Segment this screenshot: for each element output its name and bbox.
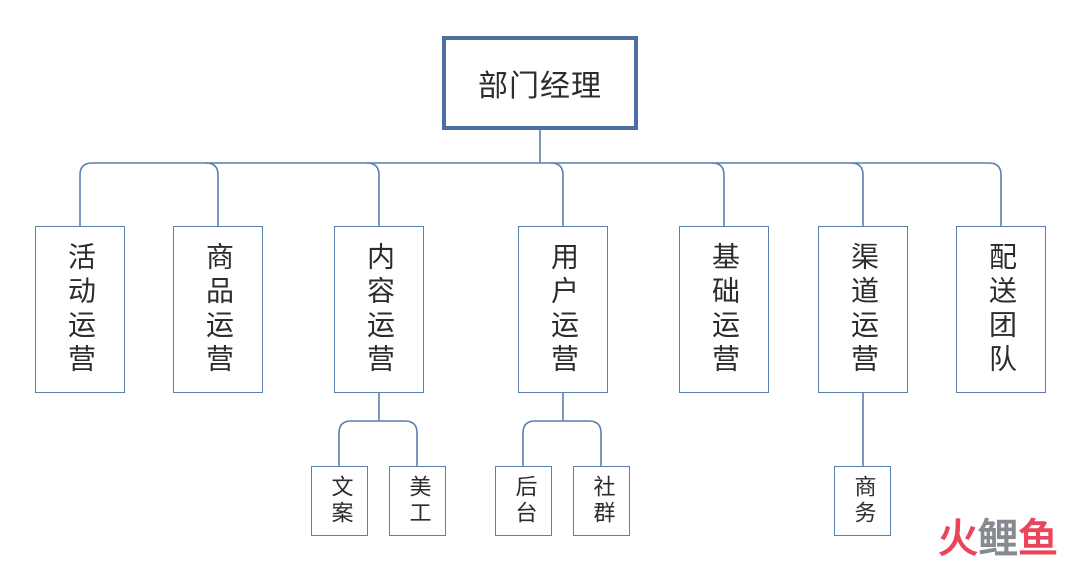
dept-label-user: 用户运营 (547, 241, 580, 378)
dept-node-channel: 渠道运营 (818, 226, 908, 393)
sub-node-community: 社群 (573, 466, 630, 536)
sub-label-backend: 后台 (511, 475, 537, 527)
root-node-department-manager: 部门经理 (442, 36, 638, 130)
brand-watermark-logo: 火 鲤 鱼 (938, 516, 1058, 564)
dept-drop-connector-1 (205, 162, 219, 226)
dept-drop-connector-2 (366, 162, 380, 226)
dept-label-basic: 基础运营 (708, 241, 741, 378)
dept-node-user: 用户运营 (518, 226, 608, 393)
watermark-part-1: 火 (938, 516, 978, 562)
watermark-part-3: 鱼 (1018, 516, 1058, 562)
dept-label-content: 内容运营 (363, 241, 396, 378)
sub-label-copywriting: 文案 (327, 475, 353, 527)
dept-drop-connector-3 (550, 162, 564, 226)
dept-drop-connector-4 (711, 162, 725, 226)
top-bus-connector (79, 162, 1002, 226)
dept-node-content: 内容运营 (334, 226, 424, 393)
dept-label-activity: 活动运营 (64, 241, 97, 378)
sub-node-copywriting: 文案 (311, 466, 368, 536)
content-sub-connector-bus (338, 420, 418, 466)
sub-node-design: 美工 (389, 466, 446, 536)
dept-node-delivery: 配送团队 (956, 226, 1046, 393)
root-node-label: 部门经理 (478, 69, 602, 104)
sub-node-business: 商务 (834, 466, 891, 536)
sub-node-backend: 后台 (495, 466, 552, 536)
dept-node-activity: 活动运营 (35, 226, 125, 393)
sub-label-design: 美工 (405, 475, 431, 527)
sub-label-business: 商务 (850, 475, 876, 527)
dept-label-product: 商品运营 (202, 241, 235, 378)
sub-label-community: 社群 (589, 475, 615, 527)
user-sub-connector-bus (522, 420, 602, 466)
dept-node-basic: 基础运营 (679, 226, 769, 393)
watermark-part-2: 鲤 (978, 516, 1018, 562)
dept-label-delivery: 配送团队 (985, 241, 1018, 378)
dept-label-channel: 渠道运营 (847, 241, 880, 378)
dept-drop-connector-5 (850, 162, 864, 226)
dept-node-product: 商品运营 (173, 226, 263, 393)
